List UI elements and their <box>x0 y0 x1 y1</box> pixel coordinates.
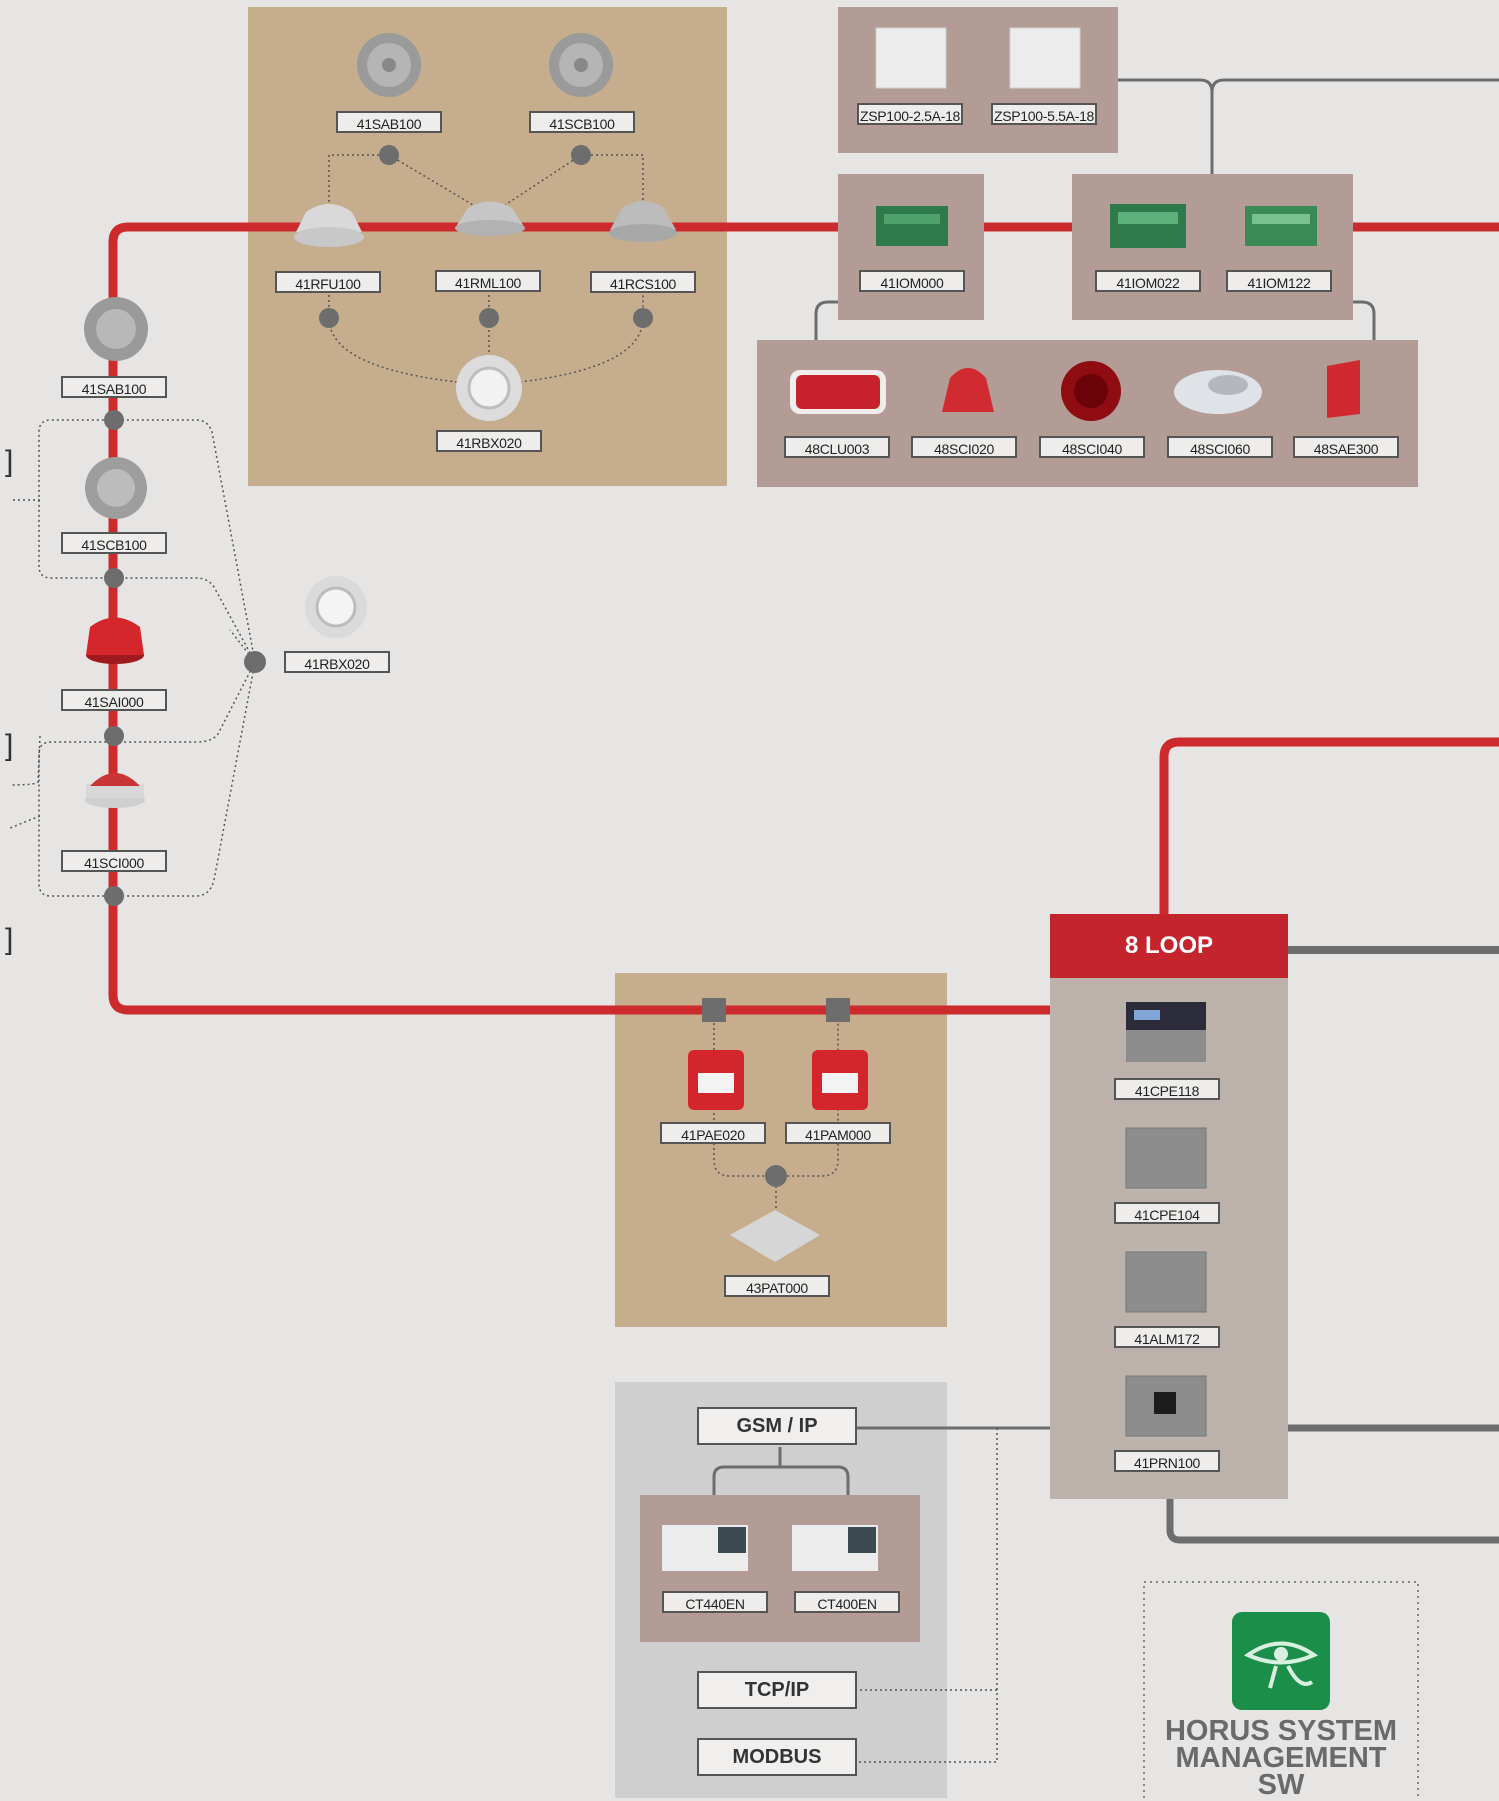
smoke-detector-base-icon <box>357 33 421 97</box>
device-label: 41SAB100 <box>61 376 167 398</box>
device-label: 41SCI000 <box>61 850 167 872</box>
io-module-icon <box>1110 204 1186 248</box>
power-supply-icon <box>1010 28 1080 88</box>
device-label: 41CPE118 <box>1114 1078 1220 1100</box>
device-label: ZSP100-2.5A-18 <box>857 103 963 125</box>
device-label: 41RBX020 <box>284 651 390 673</box>
device-label: 48SAE300 <box>1293 436 1399 458</box>
bracket-mark: ] <box>5 925 13 955</box>
io-module-icon <box>876 206 948 246</box>
device-label: 48SCI040 <box>1039 436 1145 458</box>
control-unit-display-icon <box>1126 1002 1206 1062</box>
bracket-mark: ] <box>5 731 13 761</box>
device-label: 41IOM022 <box>1095 270 1201 292</box>
device-label: 41SCB100 <box>61 532 167 554</box>
call-point-icon <box>812 1050 868 1110</box>
device-label: 41PRN100 <box>1114 1450 1220 1472</box>
device-label: 41SAB100 <box>336 111 442 133</box>
smoke-detector-base-icon <box>84 297 148 361</box>
device-label: 41ALM172 <box>1114 1326 1220 1348</box>
device-label: CT400EN <box>794 1591 900 1613</box>
device-label: 41IOM122 <box>1226 270 1332 292</box>
printer-cabinet-icon <box>1126 1376 1206 1436</box>
device-label: 41SAI000 <box>61 689 167 711</box>
device-label: 48SCI020 <box>911 436 1017 458</box>
device-label: 41RFU100 <box>275 271 381 293</box>
call-points-panel <box>615 973 947 1327</box>
io-module-icon <box>1245 206 1317 246</box>
communicator-board-icon <box>662 1525 748 1571</box>
horus-eye-icon <box>1232 1612 1330 1710</box>
communicator-board-icon <box>792 1525 878 1571</box>
call-point-icon <box>688 1050 744 1110</box>
cabinet-icon <box>1126 1128 1206 1188</box>
power-supply-icon <box>876 28 946 88</box>
control-panel-header: 8 LOOP <box>1050 914 1288 978</box>
device-label: 43PAT000 <box>724 1275 830 1297</box>
bracket-mark: ] <box>5 447 13 477</box>
red-flasher-icon <box>1061 361 1121 421</box>
tcp-ip-box: TCP/IP <box>697 1671 857 1709</box>
device-label: CT440EN <box>662 1591 768 1613</box>
device-label: 41CPE104 <box>1114 1202 1220 1224</box>
device-label: 41RBX020 <box>436 430 542 452</box>
device-label: 41PAE020 <box>660 1122 766 1144</box>
device-label: 41SCB100 <box>529 111 635 133</box>
smoke-detector-base-icon <box>549 33 613 97</box>
device-label: ZSP100-5.5A-18 <box>991 103 1097 125</box>
horus-title: HORUS SYSTEM MANAGEMENT SW <box>1150 1718 1412 1799</box>
outdoor-siren-icon <box>1327 360 1360 418</box>
module-single-panel <box>838 174 984 320</box>
device-label: 41RML100 <box>435 270 541 292</box>
detector-base-icon <box>305 576 367 638</box>
device-label: 41RCS100 <box>590 271 696 293</box>
device-label: 48CLU003 <box>784 436 890 458</box>
red-sounder-icon <box>86 618 144 665</box>
device-label: 48SCI060 <box>1167 436 1273 458</box>
beacon-panel-icon <box>790 370 886 414</box>
cabinet-icon <box>1126 1252 1206 1312</box>
smoke-detector-base-icon <box>85 457 147 519</box>
clear-sounder-icon <box>1174 370 1262 414</box>
sounder-flasher-icon <box>85 773 145 808</box>
modbus-box: MODBUS <box>697 1738 857 1776</box>
device-label: 41IOM000 <box>859 270 965 292</box>
device-label: 41PAM000 <box>785 1122 891 1144</box>
detector-base-icon <box>456 355 522 421</box>
gsm-ip-box: GSM / IP <box>697 1407 857 1445</box>
